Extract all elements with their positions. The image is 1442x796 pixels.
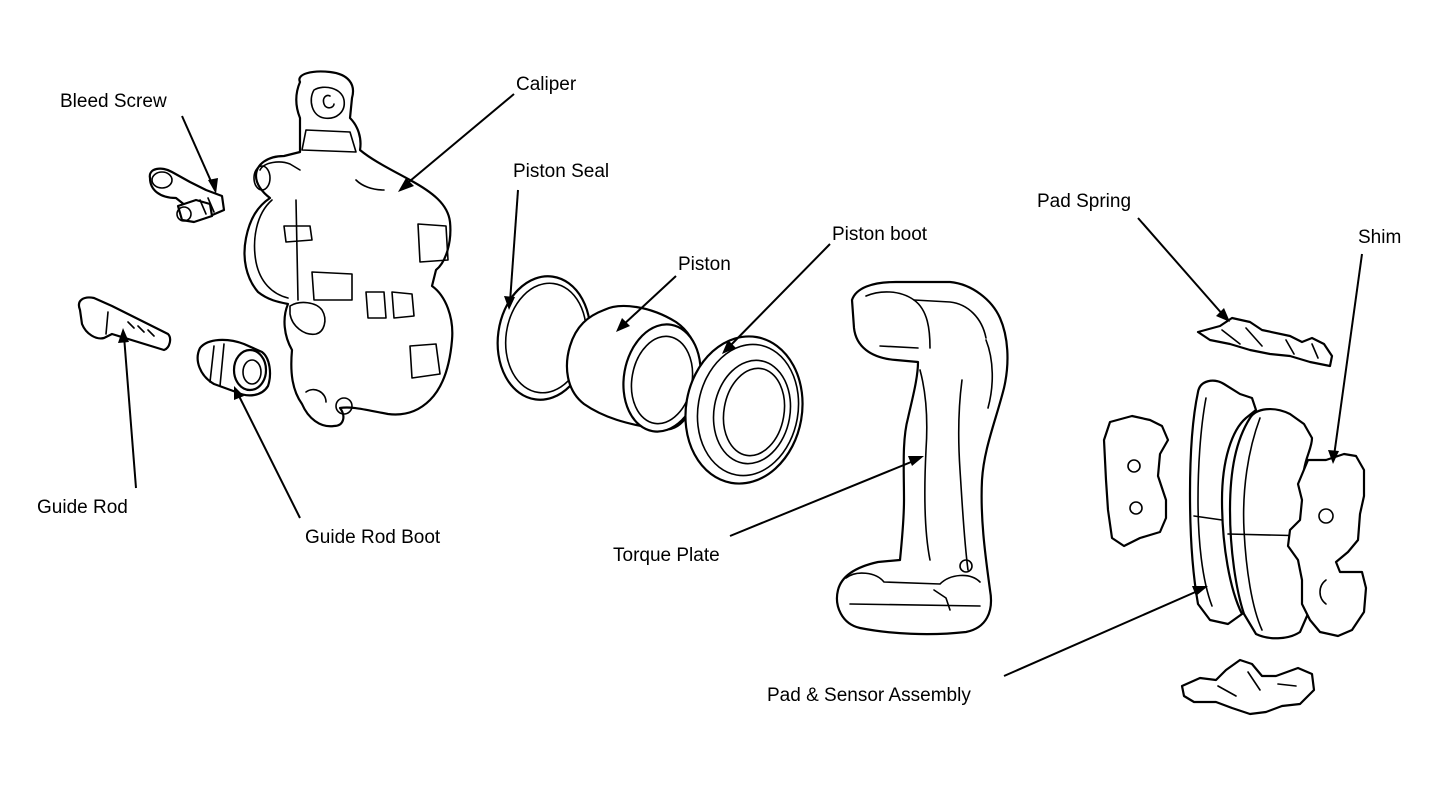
guide-rod-part: [77, 296, 172, 352]
caliper-part: [243, 70, 454, 428]
leader-guide-rod: [123, 335, 137, 489]
label-piston-seal: Piston Seal: [513, 161, 610, 182]
torque-plate-part: [835, 280, 1009, 636]
guide-rod-boot-part: [196, 338, 272, 397]
leader-pad-sensor-assembly: [1003, 589, 1201, 677]
leader-piston-seal: [509, 189, 519, 303]
piston-part: [565, 304, 702, 433]
label-caliper: Caliper: [516, 74, 577, 95]
label-pad-spring: Pad Spring: [1037, 191, 1132, 212]
arrow-guide-rod-boot: [234, 386, 244, 400]
label-pad-sensor-assembly: Pad & Sensor Assembly: [767, 685, 971, 706]
leader-lines: [118, 93, 1363, 677]
leader-caliper: [403, 93, 515, 187]
arrow-torque-plate: [908, 456, 924, 466]
leader-bleed-screw: [181, 115, 215, 189]
brake-pads-part: [1188, 379, 1368, 640]
pad-spring-lower-part: [1180, 658, 1316, 716]
label-guide-rod: Guide Rod: [37, 497, 128, 518]
label-piston: Piston: [678, 254, 731, 275]
arrow-bleed-screw: [208, 178, 218, 194]
label-shim: Shim: [1358, 227, 1402, 248]
arrow-piston-boot: [722, 340, 736, 354]
bleed-screw-part: [148, 167, 226, 224]
arrow-pad-sensor-assembly: [1192, 586, 1208, 596]
label-guide-rod-boot: Guide Rod Boot: [305, 527, 441, 548]
arrow-shim: [1328, 450, 1339, 464]
label-piston-boot: Piston boot: [832, 224, 928, 245]
leader-pad-spring: [1137, 217, 1225, 317]
leader-guide-rod-boot: [237, 393, 301, 519]
leader-shim: [1333, 253, 1363, 457]
label-bleed-screw: Bleed Screw: [60, 91, 167, 112]
label-torque-plate: Torque Plate: [613, 545, 720, 566]
arrow-caliper: [398, 178, 414, 192]
arrow-pad-spring: [1216, 308, 1230, 322]
arrow-piston: [616, 318, 630, 332]
leader-torque-plate: [729, 459, 917, 537]
piston-boot-part: [684, 335, 804, 485]
pad-spring-part: [1196, 316, 1334, 368]
leader-piston-boot: [727, 243, 831, 349]
arrow-guide-rod: [118, 328, 129, 343]
arrow-piston-seal: [504, 296, 515, 310]
leader-piston: [621, 275, 677, 327]
shim-part: [1102, 414, 1170, 548]
